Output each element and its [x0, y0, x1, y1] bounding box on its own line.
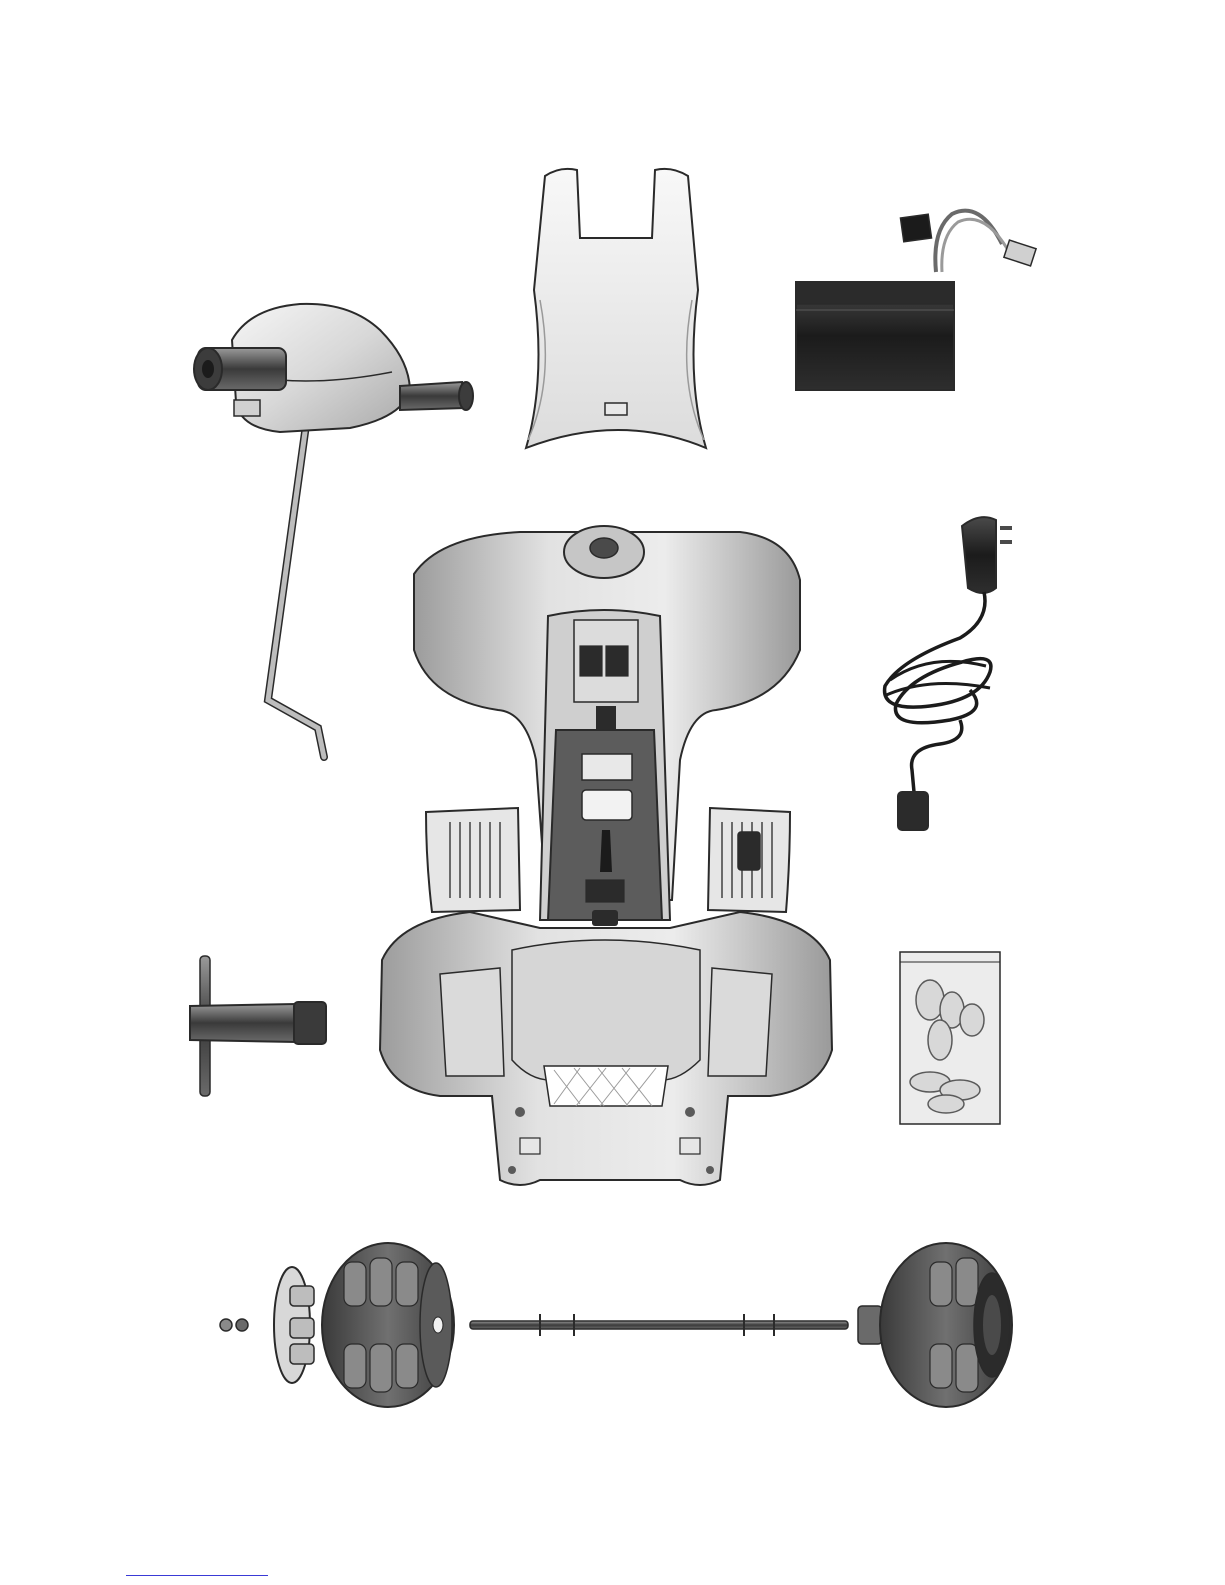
steering-column: [194, 304, 473, 757]
battery: [796, 211, 1036, 390]
wheel-left: [322, 1243, 454, 1407]
hardware-bag: [900, 952, 1000, 1124]
wheel-hub-cap: [220, 1267, 314, 1383]
vehicle-body: [380, 526, 832, 1185]
footer-link-underline[interactable]: [126, 1575, 268, 1576]
wheel-right: [858, 1243, 1012, 1407]
wrench: [190, 956, 326, 1096]
charger: [884, 517, 1012, 830]
rear-axle: [470, 1314, 848, 1336]
seat: [526, 169, 706, 448]
